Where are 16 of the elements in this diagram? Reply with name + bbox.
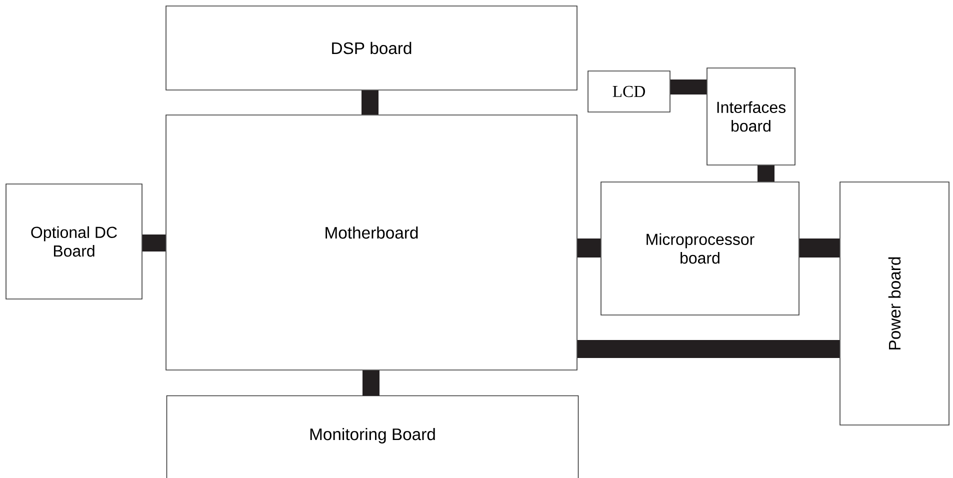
connector-bar — [799, 238, 840, 258]
connector-bar — [670, 80, 707, 94]
connector-bar — [142, 234, 166, 252]
connector-bar — [362, 90, 378, 115]
board-box: Microprocessor board — [600, 182, 800, 316]
connector-bar — [758, 165, 774, 182]
connector-bar — [577, 340, 840, 358]
board-box: Motherboard — [166, 114, 578, 370]
board-box: Monitoring Board — [166, 395, 579, 478]
connector-bar — [577, 238, 601, 258]
connector-bar — [362, 370, 380, 396]
board-box: Interfaces board — [706, 68, 796, 166]
board-box: Power board — [840, 182, 950, 426]
board-box: DSP board — [166, 6, 578, 90]
board-box: Optional DC Board — [6, 184, 142, 300]
board-box: LCD — [588, 70, 670, 112]
